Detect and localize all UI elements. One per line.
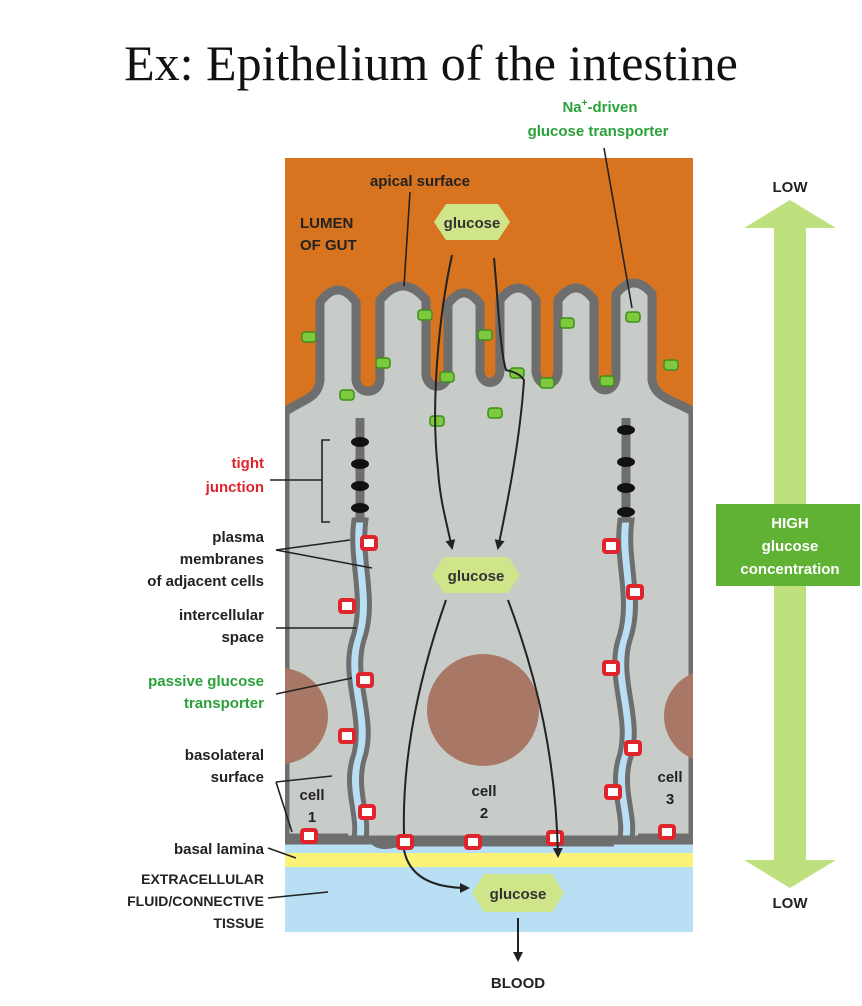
apical-surface-label: apical surface bbox=[370, 173, 470, 190]
tight-junction-right bbox=[617, 425, 635, 517]
na-glucose-transporters bbox=[301, 309, 679, 427]
svg-text:glucose: glucose bbox=[444, 215, 501, 232]
ecf-label-1: EXTRACELLULAR bbox=[141, 871, 264, 887]
leader-lines bbox=[267, 147, 633, 899]
svg-text:glucose: glucose bbox=[448, 568, 505, 585]
low-top-label: LOW bbox=[773, 179, 809, 196]
glucose-flow-arrows bbox=[402, 254, 563, 962]
cell-2-label-b: 2 bbox=[480, 805, 488, 822]
cell-3-label-a: cell bbox=[657, 769, 682, 786]
high-label: HIGH bbox=[771, 515, 809, 532]
basolateral-label-1: basolateral bbox=[185, 747, 264, 764]
svg-text:glucose: glucose bbox=[490, 886, 547, 903]
basal-lamina-label: basal lamina bbox=[174, 841, 265, 858]
tight-junction-left bbox=[351, 437, 369, 513]
concentration-gradient: HIGH glucose concentration bbox=[716, 200, 860, 888]
basal-lamina bbox=[285, 853, 693, 867]
basolateral-label-2: surface bbox=[211, 769, 264, 786]
glucose-hexagon-middle: glucose bbox=[432, 557, 520, 593]
na-driven-label: Na+-driven bbox=[562, 98, 637, 116]
high-concentration-box bbox=[716, 504, 860, 586]
nucleus-cell-3 bbox=[664, 673, 693, 759]
glucose-hexagon-bottom: glucose bbox=[472, 874, 564, 912]
plasma-membranes-label-3: of adjacent cells bbox=[147, 573, 264, 590]
lumen-label-1: LUMEN bbox=[300, 215, 353, 232]
ecf-label-2: FLUID/CONNECTIVE bbox=[127, 893, 264, 909]
ecf-label-3: TISSUE bbox=[213, 915, 264, 931]
na-driven-label-line2: glucose transporter bbox=[528, 123, 669, 140]
plasma-membranes-label-1: plasma bbox=[212, 529, 264, 546]
high-label-concentration: concentration bbox=[740, 561, 839, 578]
page-title: Ex: Epithelium of the intestine bbox=[124, 35, 738, 91]
intercellular-label-1: intercellular bbox=[179, 607, 264, 624]
tight-junction-label-2: junction bbox=[205, 479, 264, 496]
cell-1-label-a: cell bbox=[299, 787, 324, 804]
passive-transporter-label-1: passive glucose bbox=[148, 673, 264, 690]
nucleus-cell-1 bbox=[285, 668, 328, 764]
plasma-membranes-label-2: membranes bbox=[180, 551, 264, 568]
cell-2-label-a: cell bbox=[471, 783, 496, 800]
glucose-hexagon-top: glucose bbox=[434, 204, 510, 240]
blood-label: BLOOD bbox=[491, 975, 545, 992]
passive-glucose-transporters bbox=[300, 535, 676, 850]
tight-junction-label-1: tight bbox=[232, 455, 264, 472]
nucleus-cell-2 bbox=[427, 654, 539, 766]
intercellular-label-2: space bbox=[221, 629, 264, 646]
low-bottom-label: LOW bbox=[773, 895, 809, 912]
cell-1-label-b: 1 bbox=[308, 809, 316, 826]
lumen-label-2: OF GUT bbox=[300, 237, 357, 254]
tissue-panel bbox=[285, 158, 693, 932]
cell-3-label-b: 3 bbox=[666, 791, 674, 808]
passive-transporter-label-2: transporter bbox=[184, 695, 264, 712]
high-label-glucose: glucose bbox=[762, 538, 819, 555]
